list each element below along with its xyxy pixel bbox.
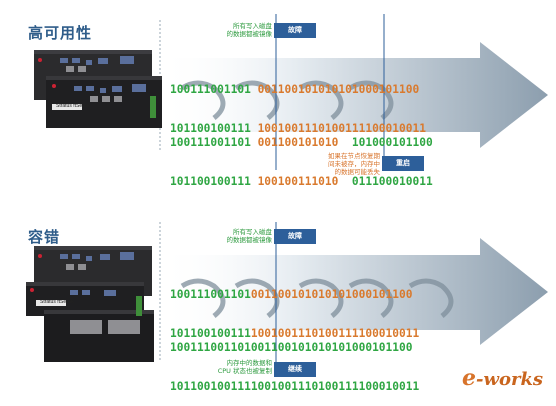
bit-row: 101100100111 1001001110100111100010011	[170, 122, 426, 135]
flow-arrow-high-availability	[158, 42, 548, 148]
tag-continue: 继续	[274, 362, 316, 377]
eworks-logo: e-works	[462, 365, 544, 391]
tag-failure-2: 故障	[274, 229, 316, 244]
flow-arrow-fault-tolerance	[158, 238, 548, 345]
server-image-1	[34, 50, 162, 128]
bit-row: 100111001101 001100101010 101000101100	[170, 136, 433, 149]
loop-arcs-2	[180, 278, 454, 318]
tag-restart: 重启	[382, 156, 424, 171]
bit-stream-2b: 100111001101001100101010101000101100 101…	[170, 315, 419, 406]
note-disk-mirrored-1: 所有写入磁盘的数据都被镜像	[226, 22, 273, 38]
loop-arcs-1	[180, 80, 394, 120]
server-brand-label-1: Stratus ftServer	[56, 103, 91, 109]
bit-row: 100111001101001100101010101000101100	[170, 341, 413, 354]
bit-row: 101100100111 100100111010 011100010011	[170, 175, 433, 188]
note-disk-mirrored-2: 所有写入磁盘的数据都被镜像	[226, 228, 273, 244]
server-image-2	[26, 246, 154, 362]
bit-row: 1011001001111001001110100111100010011	[170, 380, 420, 393]
bit-stream-1a: 100111001101 001100101010101000101100 10…	[170, 57, 426, 148]
server-brand-label-2: Stratus ftServer	[40, 299, 75, 305]
tag-failure-1: 故障	[274, 23, 316, 38]
bit-row: 100111001101 001100101010101000101100	[170, 83, 420, 96]
bit-row: 1011001001111001001110100111100010011	[170, 327, 420, 340]
bit-stream-1b: 100111001101 001100101010 101000101100 1…	[170, 110, 433, 201]
bit-row: 100111001101001100101010101000101100	[170, 288, 413, 301]
section-title-high-availability: 高可用性	[28, 24, 93, 42]
bit-stream-2a: 100111001101001100101010101000101100 101…	[170, 262, 419, 353]
note-memory-loss: 如果在节点恢复期间未被存，内存中的数据可能丢失	[328, 152, 380, 176]
section-title-fault-tolerance: 容错	[28, 228, 61, 246]
